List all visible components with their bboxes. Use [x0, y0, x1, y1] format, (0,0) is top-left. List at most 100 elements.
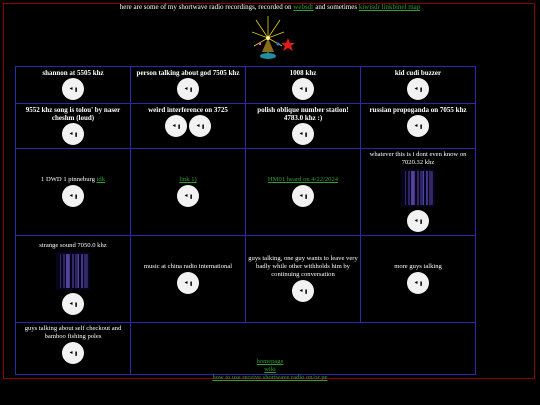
recording-link[interactable]: link 1) [179, 176, 197, 183]
audio-player[interactable]: ◂••• [292, 78, 314, 100]
more-vert-icon[interactable]: ••• [416, 123, 425, 129]
audio-player[interactable]: ◂••• [62, 185, 84, 207]
play-arrow-icon[interactable]: ◂ [299, 288, 303, 294]
more-vert-icon[interactable]: ••• [301, 131, 310, 137]
recording-title-text: 1008 khz [289, 69, 317, 77]
player-group: ◂••• [17, 292, 129, 316]
kiwisdr-link[interactable]: kiwisdr linkbinel map [358, 3, 421, 11]
recording-title-text: kid cudi buzzer [394, 69, 442, 77]
audio-player[interactable]: ◂••• [292, 185, 314, 207]
play-arrow-icon[interactable]: ◂ [196, 123, 200, 129]
audio-player[interactable]: ◂••• [62, 293, 84, 315]
play-arrow-icon[interactable]: ◂ [299, 86, 303, 92]
play-arrow-icon[interactable]: ◂ [69, 86, 73, 92]
player-group: ◂••• [17, 184, 129, 208]
audio-player[interactable]: ◂••• [292, 123, 314, 145]
recording-cell: 1008 khz◂••• [245, 66, 361, 104]
websdr-link[interactable]: websdr [293, 3, 314, 11]
recording-title-text: more guys talking [394, 263, 442, 270]
recording-title: strange sound 7050.0 khz [17, 242, 129, 250]
player-group: ◂••• [132, 184, 244, 208]
audio-player[interactable]: ◂••• [62, 123, 84, 145]
recording-cell: 1 DWD 1 pinneburg idk ◂••• [15, 148, 131, 236]
recording-cell: link 1) ◂••• [130, 148, 246, 236]
more-vert-icon[interactable]: ••• [416, 86, 425, 92]
audio-player[interactable]: ◂••• [177, 78, 199, 100]
more-vert-icon[interactable]: ••• [186, 193, 195, 199]
recording-title: guys talking, one guy wants to leave ver… [247, 255, 359, 279]
more-vert-icon[interactable]: ••• [301, 288, 310, 294]
player-group: ◂••• [362, 114, 474, 138]
audio-player[interactable]: ◂••• [407, 210, 429, 232]
more-vert-icon[interactable]: ••• [186, 86, 195, 92]
player-group: ◂••• [247, 122, 359, 146]
play-arrow-icon[interactable]: ◂ [69, 301, 73, 307]
audio-player[interactable]: ◂••• [189, 115, 211, 137]
play-arrow-icon[interactable]: ◂ [69, 350, 73, 356]
more-vert-icon[interactable]: ••• [198, 123, 207, 129]
recording-title-text: 1 DWD 1 pinneburg [41, 176, 95, 183]
play-arrow-icon[interactable]: ◂ [299, 193, 303, 199]
player-group: ◂•••◂••• [132, 114, 244, 138]
more-vert-icon[interactable]: ••• [174, 123, 183, 129]
play-arrow-icon[interactable]: ◂ [184, 280, 188, 286]
player-group: ◂••• [132, 77, 244, 101]
player-group: ◂••• [247, 184, 359, 208]
recording-title-text: 9552 khz song is tolou' by naser cheshm … [25, 106, 121, 122]
play-arrow-icon[interactable]: ◂ [172, 123, 176, 129]
howto-link[interactable]: how to use receive shortwave radio on/or… [212, 374, 328, 381]
recording-title-text: guys talking, one guy wants to leave ver… [248, 255, 358, 278]
more-vert-icon[interactable]: ••• [301, 86, 310, 92]
audio-player[interactable]: ◂••• [407, 115, 429, 137]
audio-player[interactable]: ◂••• [292, 280, 314, 302]
recording-cell: guys talking, one guy wants to leave ver… [245, 235, 361, 323]
recording-cell: music at china radio international◂••• [130, 235, 246, 323]
more-vert-icon[interactable]: ••• [71, 301, 80, 307]
recording-title: russian propoganda on 7055 khz [362, 106, 474, 114]
more-vert-icon[interactable]: ••• [71, 193, 80, 199]
empty-cell [130, 322, 476, 375]
more-vert-icon[interactable]: ••• [71, 86, 80, 92]
play-arrow-icon[interactable]: ◂ [184, 193, 188, 199]
wiki-link[interactable]: wiki [264, 366, 276, 373]
recording-cell: weird interference on 3725◂•••◂••• [130, 103, 246, 149]
recording-title: polish oblique number station! 4783.0 kh… [247, 106, 359, 122]
audio-player[interactable]: ◂••• [407, 272, 429, 294]
recording-title-text: shannon at 5505 khz [42, 69, 104, 77]
audio-player[interactable]: ◂••• [62, 342, 84, 364]
more-vert-icon[interactable]: ••• [186, 280, 195, 286]
play-arrow-icon[interactable]: ◂ [414, 123, 418, 129]
play-arrow-icon[interactable]: ◂ [414, 280, 418, 286]
play-arrow-icon[interactable]: ◂ [184, 86, 188, 92]
player-group: ◂••• [247, 279, 359, 303]
play-arrow-icon[interactable]: ◂ [414, 86, 418, 92]
audio-player[interactable]: ◂••• [62, 78, 84, 100]
player-group: ◂••• [17, 122, 129, 146]
play-arrow-icon[interactable]: ◂ [299, 131, 303, 137]
audio-player[interactable]: ◂••• [407, 78, 429, 100]
recording-title: kid cudi buzzer [362, 69, 474, 77]
more-vert-icon[interactable]: ••• [416, 218, 425, 224]
audio-player[interactable]: ◂••• [165, 115, 187, 137]
table-row: 1 DWD 1 pinneburg idk◂•••link 1)◂•••HM01… [15, 148, 476, 236]
recording-cell: more guys talking ◂••• [360, 235, 476, 323]
recording-link[interactable]: idk [96, 176, 105, 183]
player-group: ◂••• [362, 271, 474, 295]
recording-title: person talking about god 7505 khz [132, 69, 244, 77]
more-vert-icon[interactable]: ••• [301, 193, 310, 199]
more-vert-icon[interactable]: ••• [71, 131, 80, 137]
more-vert-icon[interactable]: ••• [71, 350, 80, 356]
recording-link[interactable]: HM01 heard on 4/22/2024 [267, 176, 339, 183]
play-arrow-icon[interactable]: ◂ [414, 218, 418, 224]
recording-title-text: whatever this is i dont even know on 702… [369, 151, 467, 166]
player-group: ◂••• [132, 271, 244, 295]
recording-title: weird interference on 3725 [132, 106, 244, 114]
play-arrow-icon[interactable]: ◂ [69, 193, 73, 199]
audio-player[interactable]: ◂••• [177, 185, 199, 207]
recording-cell: polish oblique number station! 4783.0 kh… [245, 103, 361, 149]
audio-player[interactable]: ◂••• [177, 272, 199, 294]
homepage-link[interactable]: homepage [256, 358, 284, 365]
intro-text: here are some of my shortwave radio reco… [119, 3, 292, 11]
play-arrow-icon[interactable]: ◂ [69, 131, 73, 137]
more-vert-icon[interactable]: ••• [416, 280, 425, 286]
